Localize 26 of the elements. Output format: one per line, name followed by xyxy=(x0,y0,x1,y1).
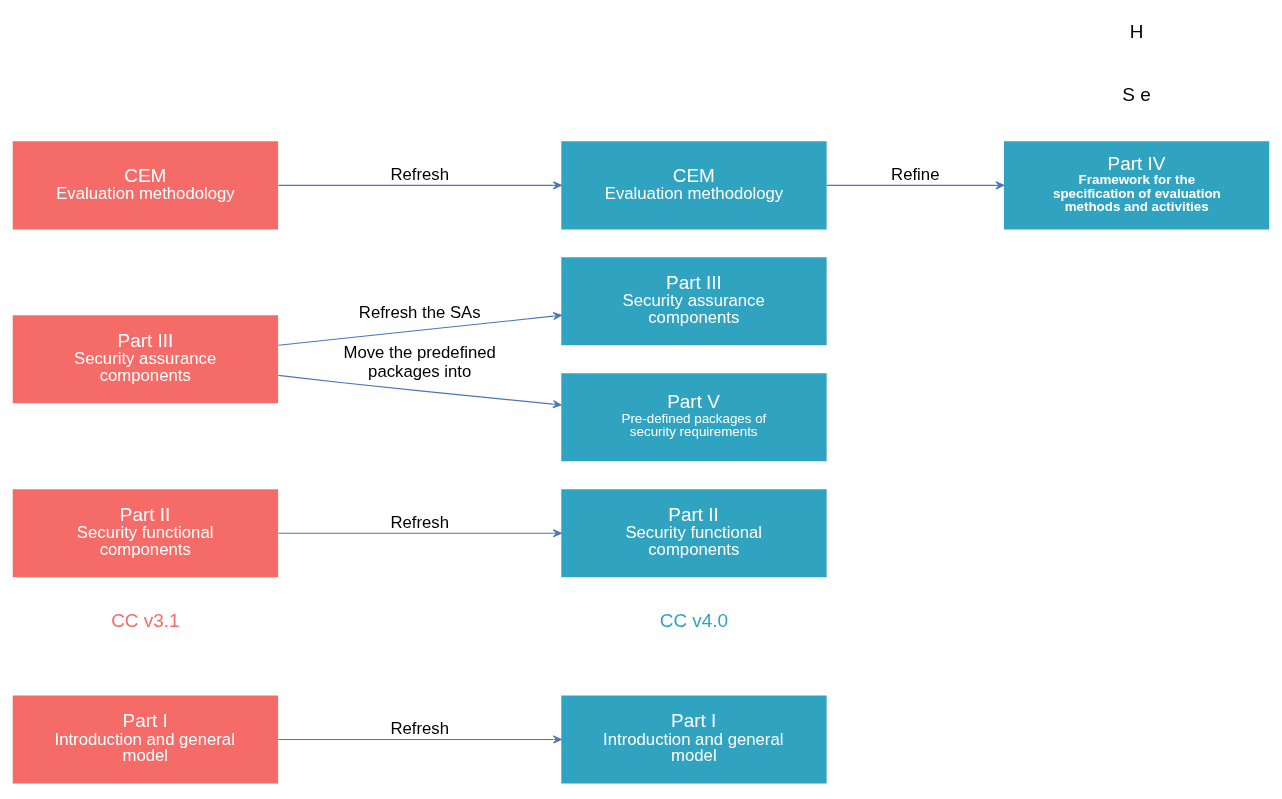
edge-label: Refresh xyxy=(390,718,449,738)
arrow xyxy=(277,374,562,408)
node-box: Part III Security assurance components xyxy=(12,314,279,403)
node-box: Part II Security functional components xyxy=(12,488,279,577)
edge-label: Refresh xyxy=(390,164,449,184)
node-box: CEM Evaluation methodology xyxy=(12,140,279,229)
edge-label: Refresh the SAs xyxy=(358,302,481,322)
arrow xyxy=(277,528,562,537)
node-box: Part I Introduction and general model xyxy=(12,694,279,784)
node-box: Part III Security assurance components xyxy=(561,256,827,345)
edge-label: Move the predefined packages into xyxy=(343,342,496,381)
label: H xyxy=(1129,20,1144,42)
arrow xyxy=(277,311,562,346)
label: S e xyxy=(1122,83,1151,105)
edge-label: Refresh xyxy=(390,512,449,532)
node-box: Part V Pre-defined packages of security requirements xyxy=(561,372,827,461)
node-box: Part II Security functional components xyxy=(561,488,827,577)
arrow xyxy=(277,180,562,189)
label: CC v3.1 xyxy=(111,609,180,631)
node-box: Part I Introduction and general model xyxy=(561,694,827,784)
edge-label: Refine xyxy=(891,164,940,184)
arrow xyxy=(826,180,1005,189)
node-box: Part IV Framework for the specification of evaluation methods and activities xyxy=(1003,140,1270,229)
arrow xyxy=(277,734,562,744)
node-box: CEM Evaluation methodology xyxy=(561,140,827,229)
label: CC v4.0 xyxy=(659,609,729,631)
